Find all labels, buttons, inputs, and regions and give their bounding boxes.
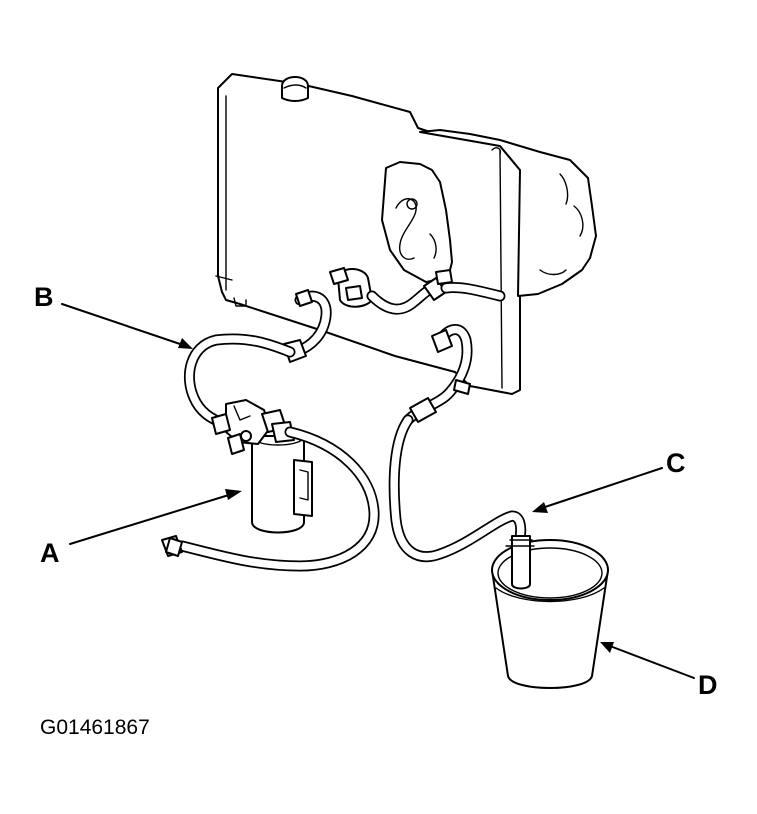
callout-label-b: B: [34, 282, 54, 312]
callout-label-a: A: [40, 538, 60, 568]
reservoir-a: [211, 399, 313, 534]
engine-block: [381, 129, 597, 297]
callout-label-d: D: [698, 670, 718, 700]
drain-bucket-d: [491, 535, 609, 689]
figure-code: G01461867: [40, 716, 150, 739]
hose-b: [183, 333, 296, 430]
callout-label-c: C: [666, 448, 686, 478]
callout-arrows: [61, 303, 695, 679]
radiator: [215, 73, 521, 395]
hose-c: [388, 324, 527, 563]
upper-hose-fittings: [283, 267, 506, 363]
radiator-cap: [281, 76, 309, 102]
outlet-hose: [161, 426, 380, 572]
